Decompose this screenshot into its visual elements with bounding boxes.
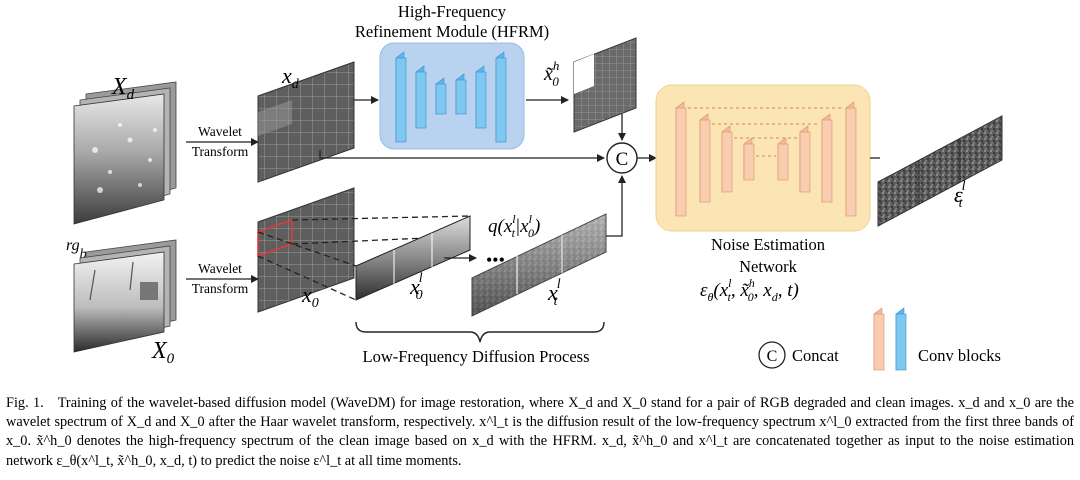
hfrm-title-1: High-Frequency — [398, 2, 507, 21]
wavelet-label-1: Wavelet — [198, 124, 242, 139]
transform-label-2: Transform — [192, 281, 249, 296]
degraded-image-stack — [73, 81, 177, 225]
clean-image-stack — [73, 239, 177, 353]
hfrm-title-2: Refinement Module (HFRM) — [355, 22, 549, 41]
legend-conv-label: Conv blocks — [918, 346, 1001, 365]
figure-label: Fig. 1. — [6, 395, 44, 411]
xtl-strip — [471, 213, 607, 317]
clean-image-label: X0 — [151, 338, 175, 367]
xtl-to-concat-arrow — [606, 175, 626, 237]
projection-dashes — [257, 215, 471, 301]
lfdp-label: Low-Frequency Diffusion Process — [363, 347, 590, 366]
nen-title-2: Network — [739, 257, 797, 276]
degraded-image-label: Xd — [111, 74, 135, 103]
xd-spectrum-grid — [257, 61, 355, 183]
nen-conv-blocks — [675, 101, 857, 217]
caption-text: Training of the wavelet-based diffusion … — [6, 395, 1074, 469]
x0-spectrum-label: x0 — [301, 282, 319, 311]
rgb-label: rgb — [66, 237, 87, 262]
xd-spectrum-label: xd — [281, 63, 300, 92]
hfrm-conv-blocks — [395, 51, 507, 143]
concat-symbol: C — [616, 149, 629, 170]
noise-output-strip — [877, 115, 1003, 227]
legend-concat: C Concat — [758, 341, 839, 369]
figure-caption: Fig. 1.Training of the wavelet-based dif… — [6, 394, 1074, 471]
svg-text:C: C — [767, 348, 778, 365]
transform-label-1: Transform — [192, 144, 249, 159]
legend-concat-label: Concat — [792, 346, 839, 365]
lfdp-brace — [355, 321, 605, 343]
wavelet-label-2: Wavelet — [198, 261, 242, 276]
x0l-strip — [355, 215, 471, 301]
legend-conv: Conv blocks — [873, 307, 1001, 371]
legend-concat-icon — [758, 341, 786, 369]
nen-box — [655, 84, 871, 232]
nen-skip-connections — [688, 107, 844, 157]
nen-title-1: Noise Estimation — [711, 235, 825, 254]
xd-to-concat-arrow — [319, 150, 605, 162]
x0h-spectrum-grid — [573, 37, 637, 133]
